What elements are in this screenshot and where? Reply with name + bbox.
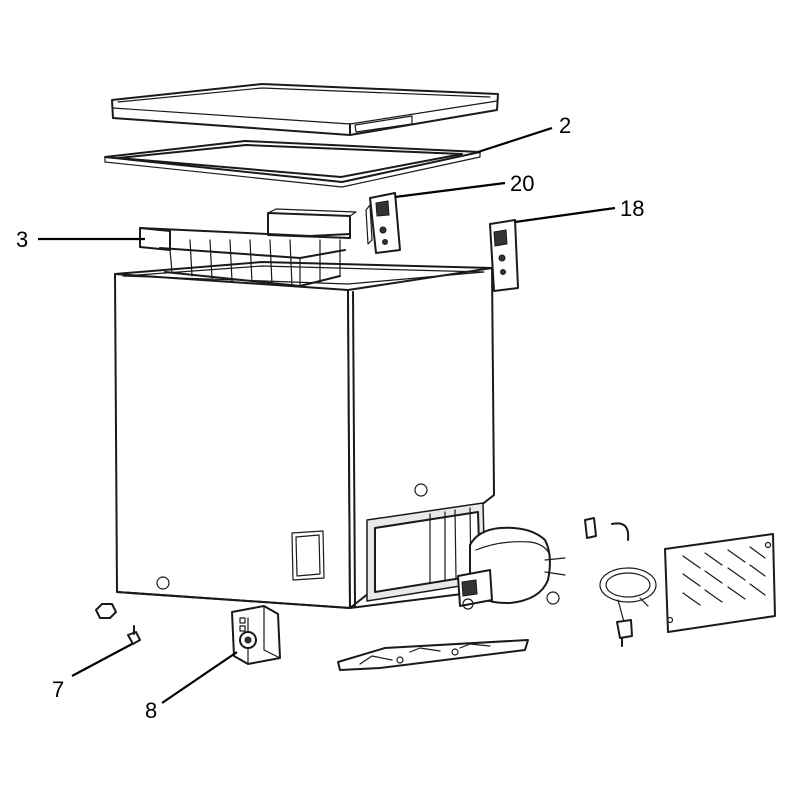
lid-gasket[interactable] — [104, 140, 481, 188]
power-cord[interactable] — [599, 567, 657, 647]
callout-8: 8 — [145, 698, 157, 723]
callout-18: 18 — [620, 196, 644, 221]
foot[interactable] — [95, 603, 141, 645]
relay-clip[interactable] — [584, 517, 630, 541]
callout-3: 3 — [16, 227, 28, 252]
callout-7: 7 — [52, 677, 64, 702]
compressor-bay — [366, 502, 486, 602]
wire-basket[interactable] — [139, 208, 357, 287]
callout-20: 20 — [510, 171, 534, 196]
thermostat-box[interactable] — [231, 605, 281, 665]
hinge-right[interactable] — [489, 219, 519, 292]
lid[interactable] — [111, 83, 499, 136]
leader-lines — [38, 126, 616, 704]
compressor[interactable] — [457, 526, 566, 610]
rear-grille[interactable] — [664, 533, 776, 633]
hinge-left[interactable] — [365, 192, 401, 254]
base-plate[interactable] — [337, 639, 529, 671]
callout-2: 2 — [559, 113, 571, 138]
